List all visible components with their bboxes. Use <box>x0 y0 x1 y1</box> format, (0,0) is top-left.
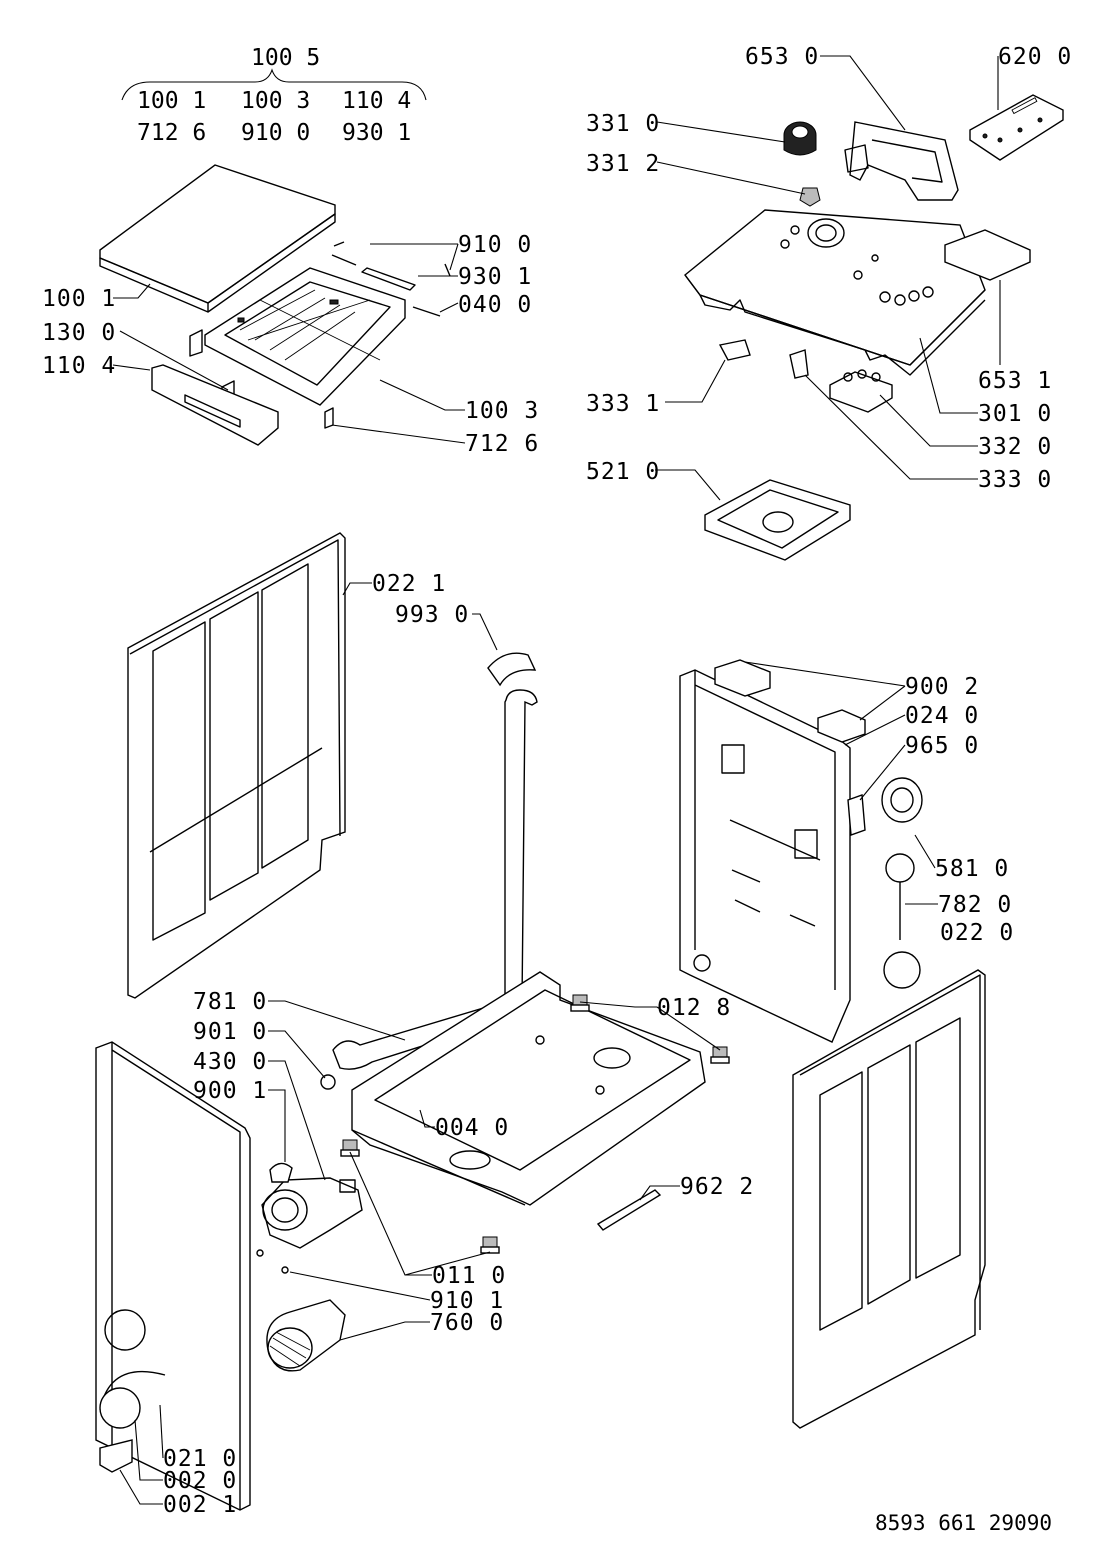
label-5210: 521 0 <box>586 459 660 485</box>
back-panel-0240-part <box>679 669 851 1043</box>
label-3320: 332 0 <box>978 434 1052 460</box>
screw-9101-b <box>281 1266 289 1274</box>
pressure-switch-5810-part <box>881 777 923 823</box>
group-label: 100 5 <box>251 45 320 71</box>
label-0210: 021 0 <box>163 1446 237 1472</box>
strip-9301-part <box>361 267 416 291</box>
label-9650: 965 0 <box>905 733 979 759</box>
label-7126: 712 6 <box>465 431 539 457</box>
label-9930: 993 0 <box>395 602 469 628</box>
leader-lines <box>112 55 1001 1505</box>
group-item-1001: 100 1 <box>137 88 206 114</box>
label-0110: 011 0 <box>432 1263 506 1289</box>
label-1003: 100 3 <box>465 398 539 424</box>
buttons-3320-part <box>829 369 893 413</box>
bracket-6531-part <box>944 229 1031 281</box>
label-0400: 040 0 <box>458 292 532 318</box>
document-number: 8593 661 29090 <box>875 1511 1052 1535</box>
label-9010: 901 0 <box>193 1019 267 1045</box>
top-lid-assembly <box>99 164 451 446</box>
clip-3331-part <box>718 339 751 361</box>
label-7600: 760 0 <box>430 1310 504 1336</box>
label-9001: 900 1 <box>193 1078 267 1104</box>
tube-7820-part <box>883 853 921 989</box>
label-6530: 653 0 <box>745 44 819 70</box>
screw-part <box>333 241 345 247</box>
group-item-9100: 910 0 <box>241 120 310 146</box>
label-3330: 333 0 <box>978 467 1052 493</box>
label-3310: 331 0 <box>586 111 660 137</box>
foot-0128-b <box>710 1046 730 1064</box>
strip-9622-part <box>596 1189 662 1231</box>
gasket-9001-part <box>269 1162 293 1183</box>
foot-0110-a <box>340 1139 360 1157</box>
label-6531: 653 1 <box>978 368 1052 394</box>
label-3010: 301 0 <box>978 401 1052 427</box>
rod-0400-part <box>412 306 441 317</box>
part-9650 <box>847 794 866 836</box>
label-7820: 782 0 <box>938 892 1012 918</box>
dispenser-base-5210-part <box>704 479 851 561</box>
label-1104: 110 4 <box>42 353 116 379</box>
filter-7600-part <box>266 1299 346 1372</box>
hinge-0021-part <box>99 1439 133 1473</box>
label-9002: 900 2 <box>905 674 979 700</box>
label-1300: 130 0 <box>42 320 116 346</box>
label-5810: 581 0 <box>935 856 1009 882</box>
label-9101: 910 1 <box>430 1288 504 1314</box>
part-labels: 653 0 620 0 331 0 331 2 910 0 930 1 040 … <box>42 44 1072 1518</box>
lid-part <box>99 164 336 313</box>
label-0021: 002 1 <box>163 1492 237 1518</box>
console-panel-3010-part <box>684 209 986 376</box>
clip-7126-part <box>324 407 334 429</box>
top-frame-part <box>204 267 406 406</box>
pin-part <box>331 254 357 266</box>
pcb-6200-part <box>969 94 1064 161</box>
label-1001: 100 1 <box>42 286 116 312</box>
group-item-7126: 712 6 <box>137 120 206 146</box>
clip-9002-a <box>714 659 771 697</box>
group-item-1003: 100 3 <box>241 88 310 114</box>
hinge-left-part <box>189 329 203 357</box>
group-header: 100 5 100 1 100 3 110 4 712 6 910 0 930 … <box>121 45 427 146</box>
group-item-9301: 930 1 <box>342 120 411 146</box>
screw-part-2 <box>444 263 451 277</box>
group-brace <box>121 68 427 101</box>
label-9301: 930 1 <box>458 264 532 290</box>
label-7810: 781 0 <box>193 989 267 1015</box>
console-assembly <box>684 94 1064 561</box>
clip-3330-part <box>789 349 809 379</box>
label-9100: 910 0 <box>458 232 532 258</box>
label-3312: 331 2 <box>586 151 660 177</box>
label-0020: 002 0 <box>163 1468 237 1494</box>
label-4300: 430 0 <box>193 1049 267 1075</box>
label-6200: 620 0 <box>998 44 1072 70</box>
pump-4300-part <box>261 1177 363 1249</box>
foot-0128-a <box>570 994 590 1012</box>
bracket-6530-part <box>844 121 959 201</box>
label-0040: 004 0 <box>435 1115 509 1141</box>
label-9622: 962 2 <box>680 1174 754 1200</box>
handle-1104-part <box>151 364 279 446</box>
screw-9101-a <box>256 1249 264 1257</box>
door-0020-part <box>99 1387 141 1429</box>
foot-0110-b <box>480 1236 500 1254</box>
knob-3310-part <box>783 121 817 156</box>
side-panel-0220-part <box>792 969 986 1429</box>
hose-9930-part <box>487 652 538 1004</box>
clip-9002-b <box>817 709 866 743</box>
clamp-9010-part <box>320 1074 336 1090</box>
label-3331: 333 1 <box>586 391 660 417</box>
label-0220: 022 0 <box>940 920 1014 946</box>
group-item-1104: 110 4 <box>342 88 411 114</box>
base-frame-0040-part <box>351 971 706 1206</box>
knob-insert-3312-part <box>799 187 821 207</box>
label-0240: 024 0 <box>905 703 979 729</box>
label-0128: 012 8 <box>657 995 731 1021</box>
label-0221: 022 1 <box>372 571 446 597</box>
front-panel-0210-part <box>95 1041 251 1511</box>
side-panel-0221-part <box>127 532 346 999</box>
